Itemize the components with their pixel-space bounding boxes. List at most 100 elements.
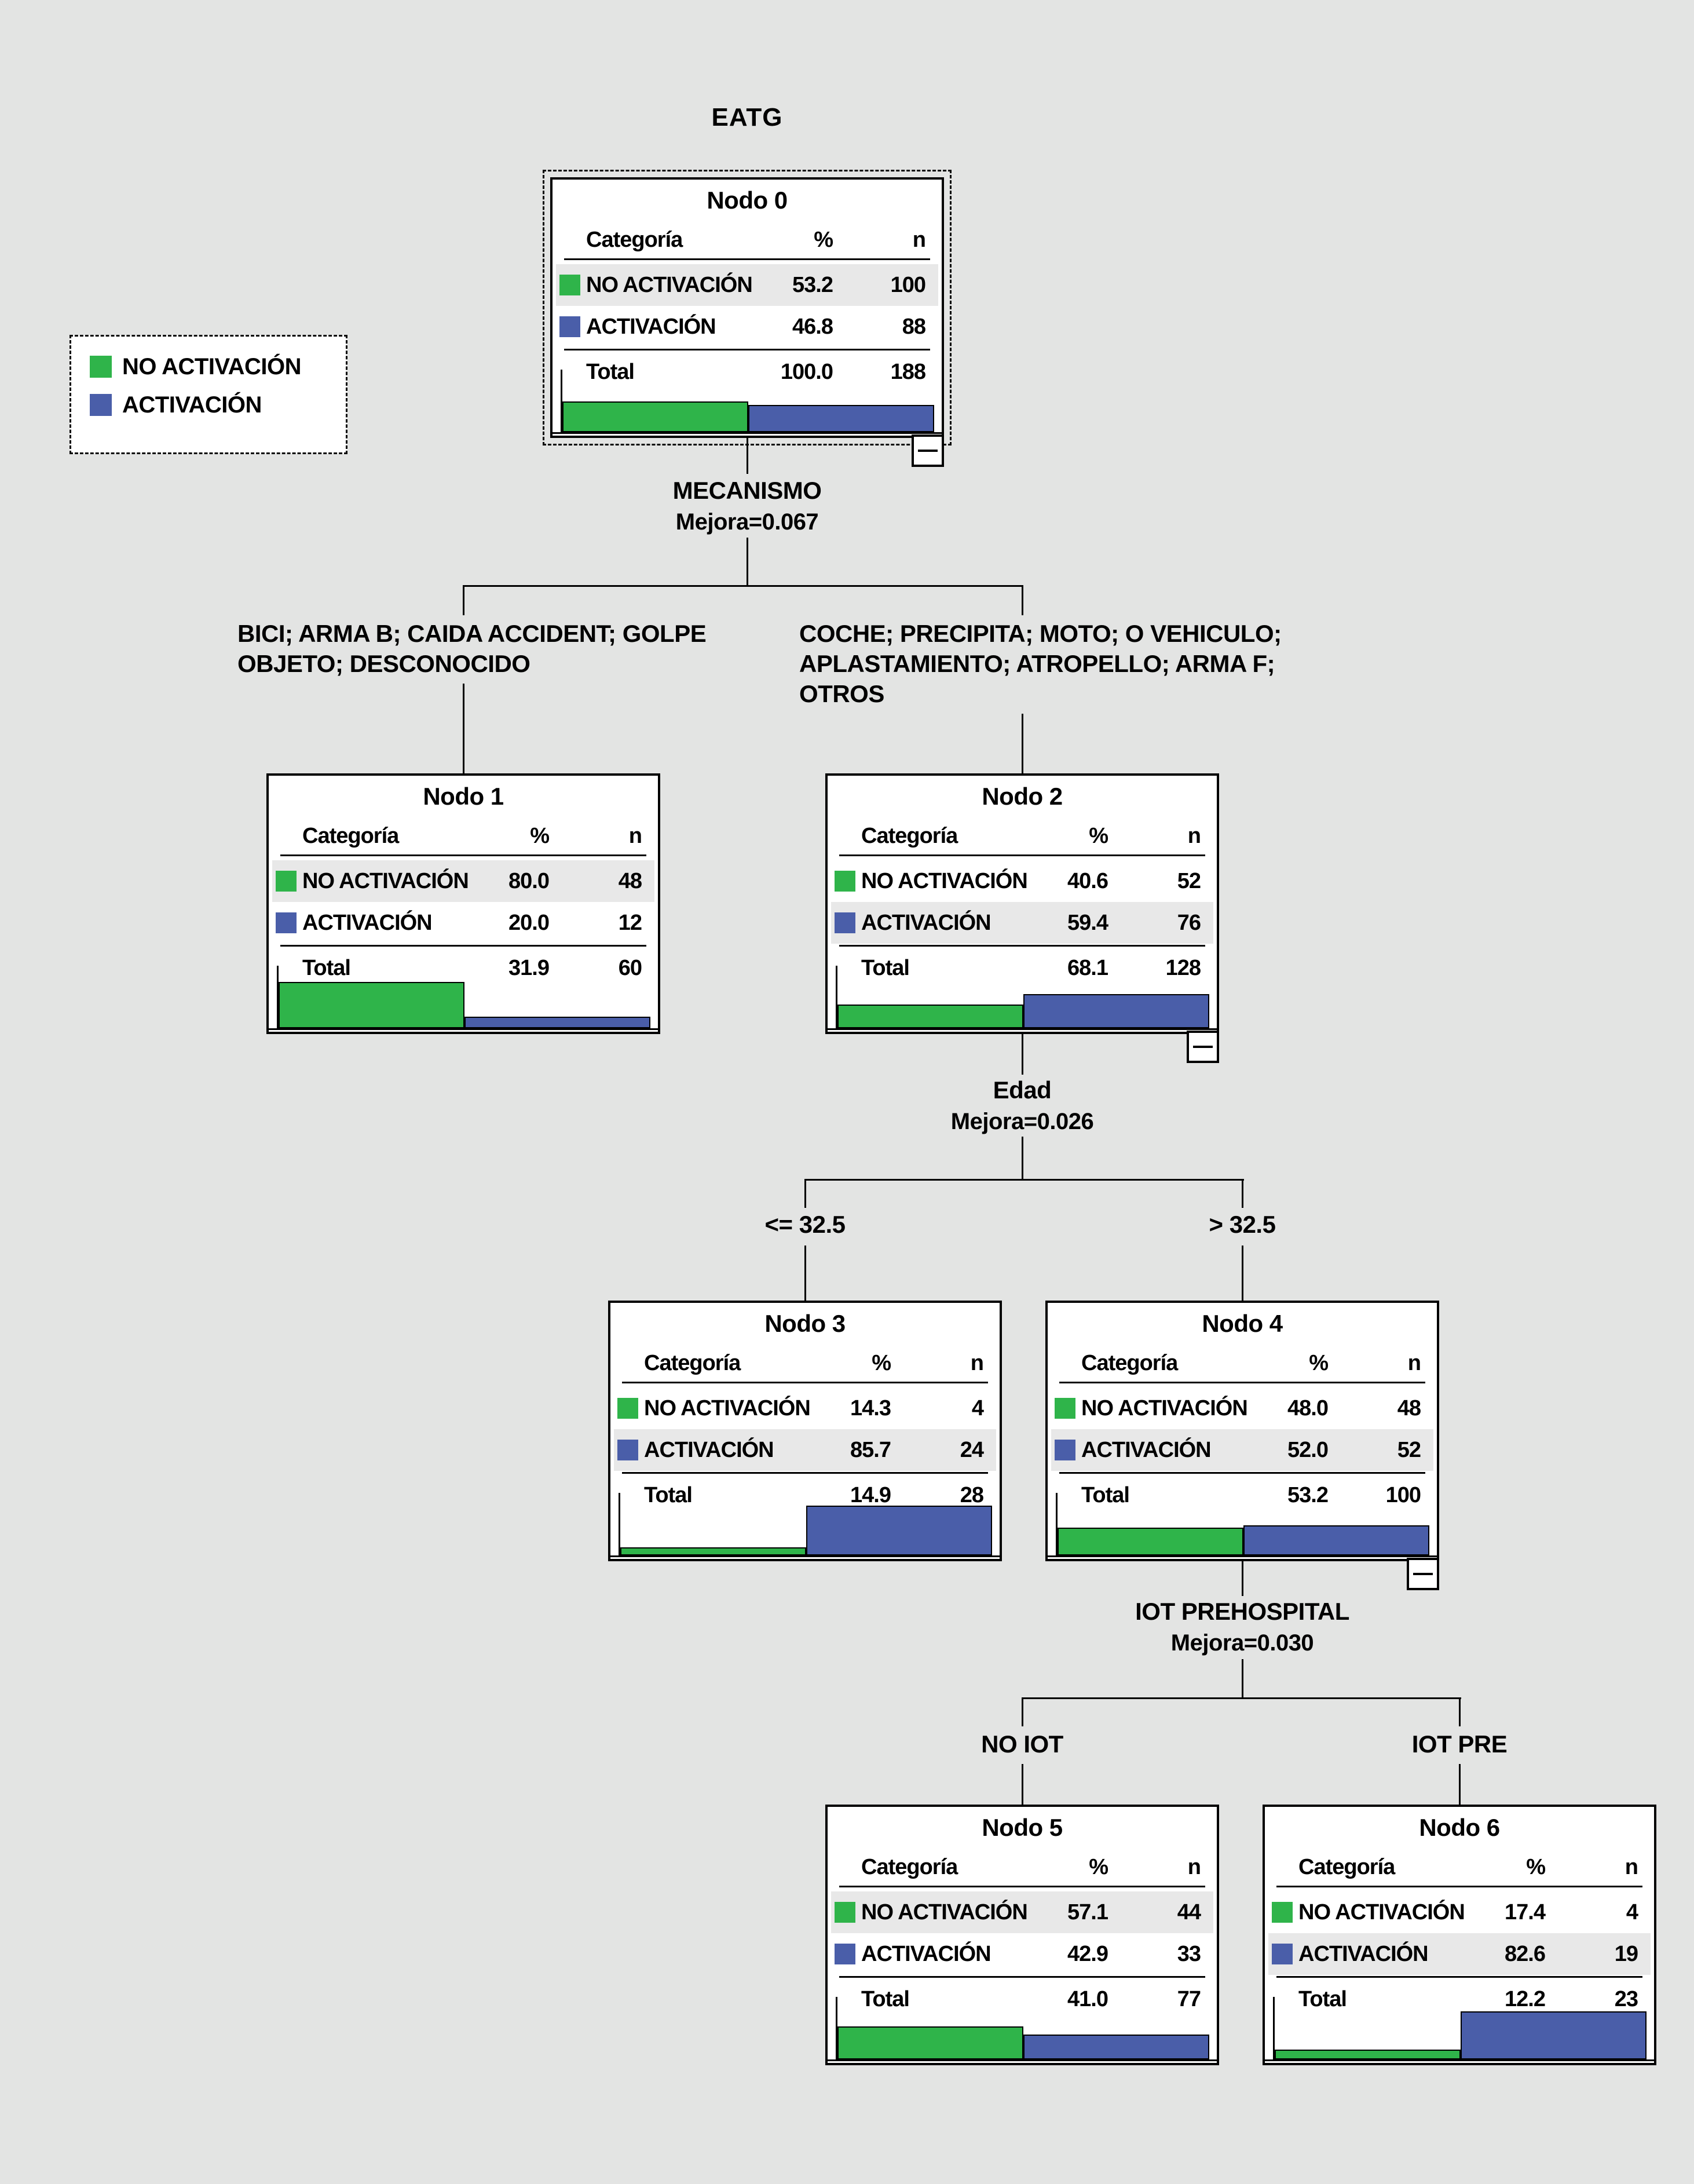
table-row: NO ACTIVACIÓN 40.6 52 (831, 860, 1213, 902)
minus-icon (1193, 1046, 1213, 1048)
divider (564, 258, 930, 260)
chart-x-axis (828, 1028, 1217, 1030)
chart-y-axis (1273, 1997, 1275, 2059)
no-activacion-bar (1058, 1528, 1243, 1555)
chart-x-axis (553, 432, 942, 434)
connector (1242, 1246, 1243, 1301)
activacion-swatch-icon (835, 1944, 855, 1964)
collapse-button[interactable] (1407, 1558, 1439, 1590)
divider (280, 945, 646, 947)
table-header: Categoría % n (1298, 1855, 1638, 1879)
node-title: Nodo 3 (764, 1310, 846, 1337)
no-activacion-bar (562, 401, 748, 432)
chart-y-axis (619, 1493, 620, 1555)
activacion-bar (1023, 2035, 1209, 2059)
tree-node-5[interactable]: Nodo 5 Categoría % n NO ACTIVACIÓN 57.1 … (825, 1805, 1219, 2065)
connector (805, 1179, 1244, 1181)
no-activacion-swatch-icon (559, 275, 580, 295)
connector (1459, 1697, 1461, 1726)
no-activacion-swatch-icon (90, 356, 112, 378)
connector (1022, 1697, 1023, 1726)
legend-item: ACTIVACIÓN (90, 392, 262, 418)
node-title: Nodo 4 (1202, 1310, 1283, 1337)
branch-label-iot-pre: IOT PRE (1411, 1730, 1508, 1758)
no-activacion-swatch-icon (617, 1398, 638, 1419)
connector (1022, 1697, 1461, 1699)
connector (1022, 1034, 1023, 1075)
activacion-bar (1461, 2011, 1647, 2059)
connector (1242, 1179, 1243, 1208)
total-row: Total 31.9 60 (302, 956, 642, 980)
no-activacion-bar (620, 1547, 806, 1555)
activacion-swatch-icon (559, 316, 580, 337)
branch-label-mecanismo-right: COCHE; PRECIPITA; MOTO; O VEHICULO; APLA… (799, 620, 1282, 707)
table-row: ACTIVACIÓN 59.4 76 (831, 902, 1213, 944)
legend-label: ACTIVACIÓN (122, 392, 262, 418)
branch-label-edad-gt: > 32.5 (1209, 1211, 1276, 1238)
table-header: Categoría % n (861, 1855, 1201, 1879)
chart-x-axis (610, 1555, 1000, 1557)
table-row: NO ACTIVACIÓN 57.1 44 (831, 1891, 1213, 1933)
table-row: ACTIVACIÓN 82.6 19 (1268, 1933, 1651, 1975)
collapse-button[interactable] (912, 434, 944, 467)
total-row: Total 100.0 188 (586, 360, 926, 384)
split-variable-edad: Edad Mejora=0.026 (950, 1076, 1094, 1134)
divider (1059, 1472, 1425, 1474)
total-row: Total 68.1 128 (861, 956, 1201, 980)
table-row: NO ACTIVACIÓN 48.0 48 (1051, 1387, 1433, 1429)
no-activacion-bar (837, 2026, 1023, 2059)
activacion-swatch-icon (90, 394, 112, 416)
chart-x-axis (269, 1028, 658, 1030)
node-title: Nodo 2 (982, 783, 1063, 810)
table-row: NO ACTIVACIÓN 17.4 4 (1268, 1891, 1651, 1933)
collapse-button[interactable] (1187, 1031, 1219, 1063)
tree-node-0[interactable]: Nodo 0 Categoría % n NO ACTIVACIÓN 53.2 … (543, 170, 952, 467)
divider (564, 349, 930, 350)
divider (839, 854, 1205, 856)
connector (1022, 585, 1023, 615)
connector (463, 585, 464, 615)
activacion-swatch-icon (617, 1440, 638, 1460)
tree-node-6[interactable]: Nodo 6 Categoría % n NO ACTIVACIÓN 17.4 … (1263, 1805, 1656, 2065)
no-activacion-bar (279, 982, 464, 1028)
divider (622, 1472, 988, 1474)
no-activacion-swatch-icon (1055, 1398, 1075, 1419)
no-activacion-swatch-icon (1272, 1902, 1293, 1923)
legend: NO ACTIVACIÓN ACTIVACIÓN (69, 335, 347, 454)
table-row: NO ACTIVACIÓN 53.2 100 (556, 264, 938, 306)
connector (463, 585, 1023, 587)
table-row: ACTIVACIÓN 85.7 24 (614, 1429, 996, 1471)
minus-icon (1413, 1573, 1433, 1575)
divider (839, 1976, 1205, 1978)
chart-y-axis (836, 966, 837, 1028)
table-header: Categoría % n (302, 824, 642, 848)
table-header: Categoría % n (1081, 1351, 1421, 1375)
split-variable-mecanismo: MECANISMO Mejora=0.067 (672, 477, 822, 535)
node-title: Nodo 5 (982, 1814, 1063, 1841)
tree-node-4[interactable]: Nodo 4 Categoría % n NO ACTIVACIÓN 48.0 … (1045, 1301, 1439, 1590)
tree-node-3[interactable]: Nodo 3 Categoría % n NO ACTIVACIÓN 14.3 … (608, 1301, 1002, 1561)
table-header: Categoría % n (586, 228, 926, 252)
tree-node-1[interactable]: Nodo 1 Categoría % n NO ACTIVACIÓN 80.0 … (266, 773, 660, 1034)
activacion-bar (1023, 994, 1209, 1028)
chart-x-axis (1265, 2059, 1654, 2061)
split-variable-iot-prehospital: IOT PREHOSPITAL Mejora=0.030 (1135, 1598, 1349, 1656)
total-row: Total 41.0 77 (861, 1987, 1201, 2011)
tree-node-2[interactable]: Nodo 2 Categoría % n NO ACTIVACIÓN 40.6 … (825, 773, 1219, 1063)
activacion-swatch-icon (835, 912, 855, 933)
branch-label-mecanismo-left: BICI; ARMA B; CAIDA ACCIDENT; GOLPE OBJE… (237, 620, 707, 677)
divider (1276, 1886, 1642, 1887)
table-row: NO ACTIVACIÓN 14.3 4 (614, 1387, 996, 1429)
minus-icon (918, 450, 938, 452)
divider (622, 1382, 988, 1383)
activacion-swatch-icon (276, 912, 297, 933)
table-row: ACTIVACIÓN 20.0 12 (272, 902, 654, 944)
chart-x-axis (1048, 1555, 1437, 1557)
connector (747, 438, 748, 474)
divider (280, 854, 646, 856)
chart-y-axis (561, 370, 562, 432)
no-activacion-bar (837, 1005, 1023, 1028)
branch-label-no-iot: NO IOT (981, 1730, 1063, 1758)
legend-item: NO ACTIVACIÓN (90, 354, 302, 379)
chart-y-axis (836, 1997, 837, 2059)
